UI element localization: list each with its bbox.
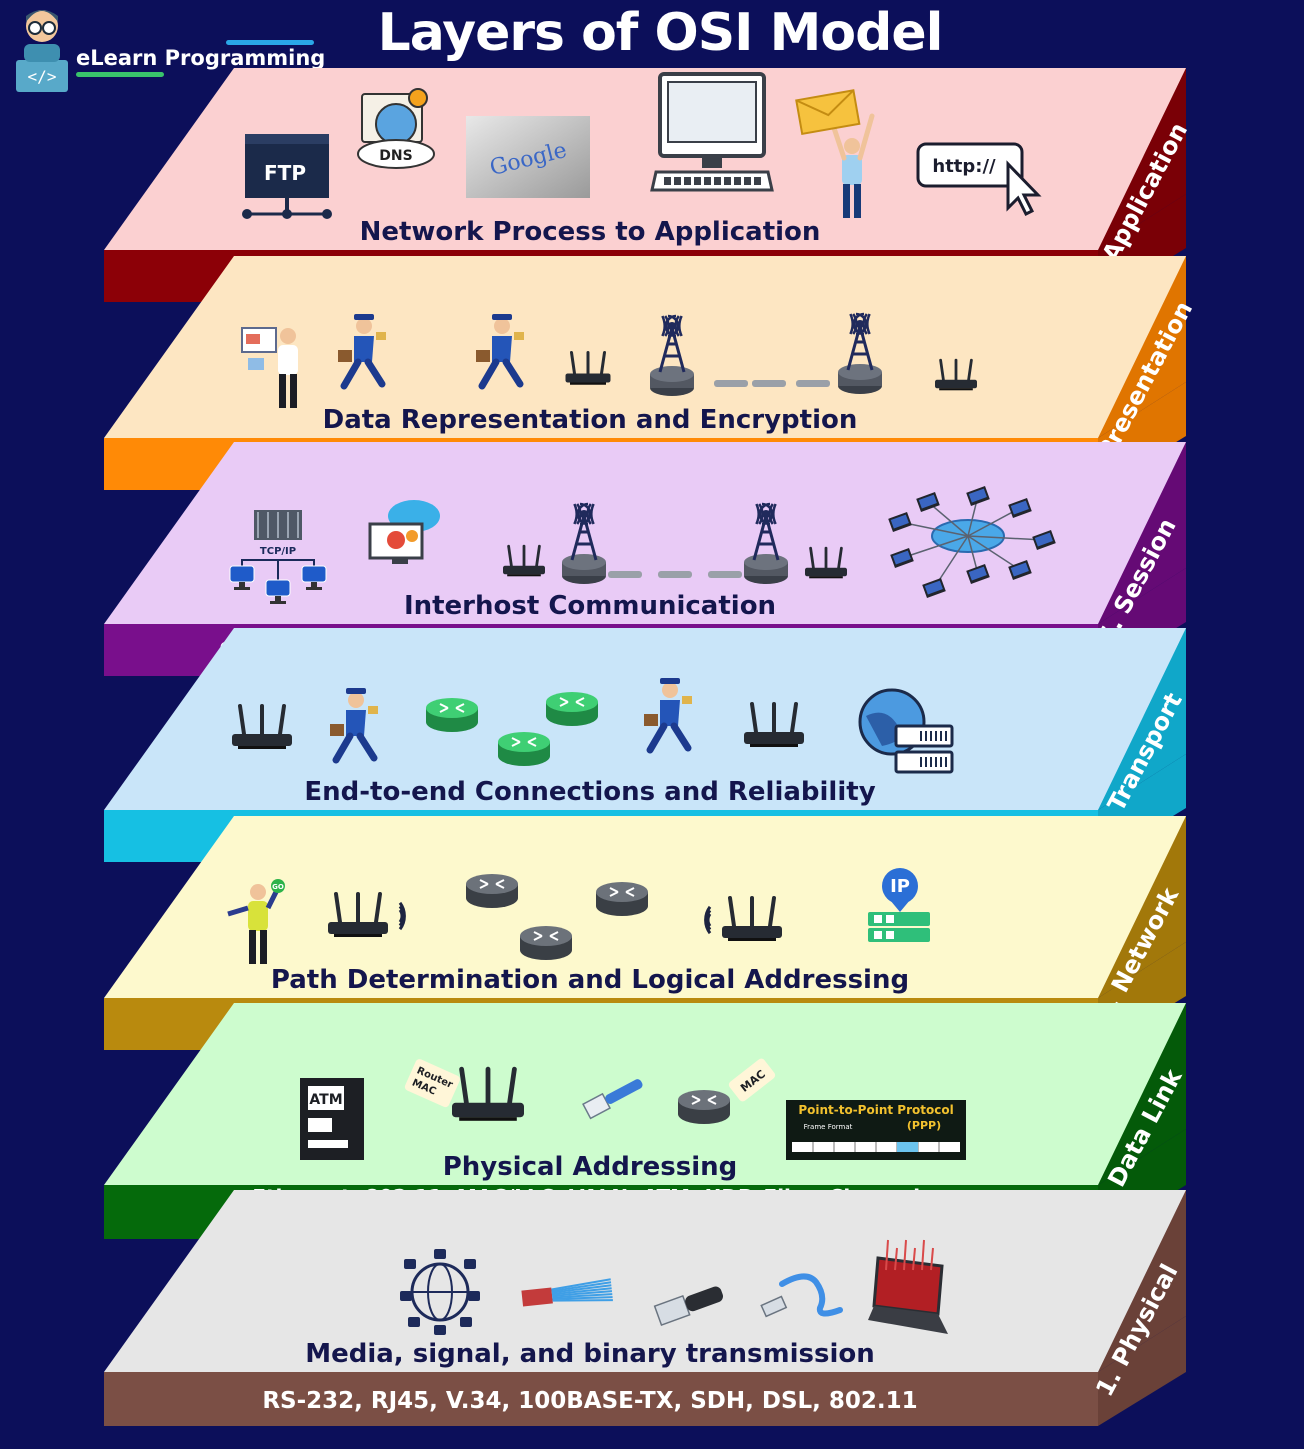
link-dash	[752, 380, 786, 387]
layer-top	[104, 442, 1186, 624]
network-switch-icon	[596, 882, 648, 916]
link-dash	[714, 380, 748, 387]
presenter-icon	[241, 327, 298, 408]
person-with-email-icon	[795, 89, 875, 218]
router-icon	[805, 546, 847, 579]
ip-server-icon: IP	[868, 868, 930, 942]
desktop-computer-icon	[650, 72, 774, 192]
layer-heading: End-to-end Connections and Reliability	[304, 777, 875, 807]
network-switch-icon	[498, 732, 550, 766]
antenna-tower-icon	[562, 502, 606, 584]
layer-heading: Physical Addressing	[443, 1152, 738, 1182]
ppp-frame-label: Frame Format	[804, 1123, 853, 1131]
layer-heading: Media, signal, and binary transmission	[305, 1339, 875, 1369]
layer-band	[104, 1372, 1098, 1426]
programmer-avatar-icon: </>	[16, 10, 68, 92]
wifi-router-icon	[328, 892, 406, 937]
http-cursor-icon: http://	[916, 142, 1042, 217]
layer-side	[1098, 1316, 1186, 1426]
usb-cable-icon	[760, 1273, 843, 1318]
antenna-tower-icon	[838, 312, 882, 394]
fiber-cable-icon	[521, 1278, 613, 1307]
tcpip-label: TCP/IP	[260, 546, 296, 557]
postman-icon	[644, 678, 692, 754]
dns-icon: DNS	[357, 88, 435, 169]
brand-logo: </> eLearn Programming	[14, 4, 326, 94]
rj45-connector-icon	[653, 1286, 723, 1326]
network-switch-icon	[426, 698, 478, 732]
social-globe-icon	[400, 1249, 480, 1335]
ftp-server-icon: FTP	[242, 134, 332, 219]
layer-heading: Interhost Communication	[404, 591, 776, 621]
link-dash	[658, 571, 692, 578]
network-switch-icon	[520, 926, 572, 960]
svg-text:</>: </>	[28, 67, 57, 86]
router-icon	[503, 544, 545, 577]
network-switch-icon	[546, 692, 598, 726]
network-switch-icon	[678, 1090, 730, 1124]
http-label: http://	[932, 156, 996, 177]
brand-accent-bar	[226, 40, 314, 45]
link-dash	[608, 571, 642, 578]
ip-label: IP	[890, 876, 910, 897]
globe-server-icon	[858, 688, 954, 774]
ppp-sub-label: (PPP)	[907, 1119, 941, 1132]
layer-heading: Data Representation and Encryption	[323, 405, 858, 435]
layer-protocols: RS-232, RJ45, V.34, 100BASE-TX, SDH, DSL…	[262, 1388, 917, 1414]
router-icon	[565, 351, 611, 385]
layer-top	[104, 256, 1186, 438]
router-icon	[744, 702, 804, 747]
tcp-ip-network-icon: TCP/IP	[229, 510, 327, 604]
link-dash	[708, 571, 742, 578]
cloud-settings-icon	[368, 500, 440, 564]
ppp-title-label: Point-to-Point Protocol	[798, 1103, 953, 1117]
binary-laptop-icon	[868, 1239, 948, 1334]
network-switch-icon	[466, 874, 518, 908]
postman-icon	[338, 314, 386, 390]
router-icon	[935, 358, 977, 391]
brand-accent-bar	[76, 72, 164, 77]
ethernet-cable-icon	[582, 1079, 643, 1120]
ftp-label: FTP	[264, 161, 306, 185]
google-logo-image: Google	[466, 116, 590, 198]
mac-tag: MAC	[728, 1058, 776, 1102]
atm-label: ATM	[309, 1092, 342, 1108]
wifi-router-icon	[704, 896, 782, 941]
cloud-network-icon	[888, 486, 1056, 598]
router-icon	[452, 1066, 524, 1121]
postman-icon	[476, 314, 524, 390]
antenna-tower-icon	[744, 502, 788, 584]
traffic-officer-icon: GO	[227, 879, 285, 964]
go-sign-label: GO	[272, 883, 284, 891]
atm-machine-icon: ATM	[300, 1078, 364, 1160]
layer-physical: Media, signal, and binary transmissionRS…	[104, 1190, 1186, 1426]
page-title: Layers of OSI Model	[377, 3, 944, 63]
layer-heading: Network Process to Application	[360, 217, 821, 247]
dns-label: DNS	[379, 148, 412, 164]
link-dash	[796, 380, 830, 387]
antenna-tower-icon	[650, 314, 694, 396]
ppp-frame-icon: Point-to-Point Protocol (PPP) Frame Format	[786, 1100, 966, 1160]
postman-icon	[330, 688, 378, 764]
router-icon	[232, 704, 292, 749]
layer-heading: Path Determination and Logical Addressin…	[271, 965, 909, 995]
brand-name: eLearn Programming	[76, 46, 326, 70]
